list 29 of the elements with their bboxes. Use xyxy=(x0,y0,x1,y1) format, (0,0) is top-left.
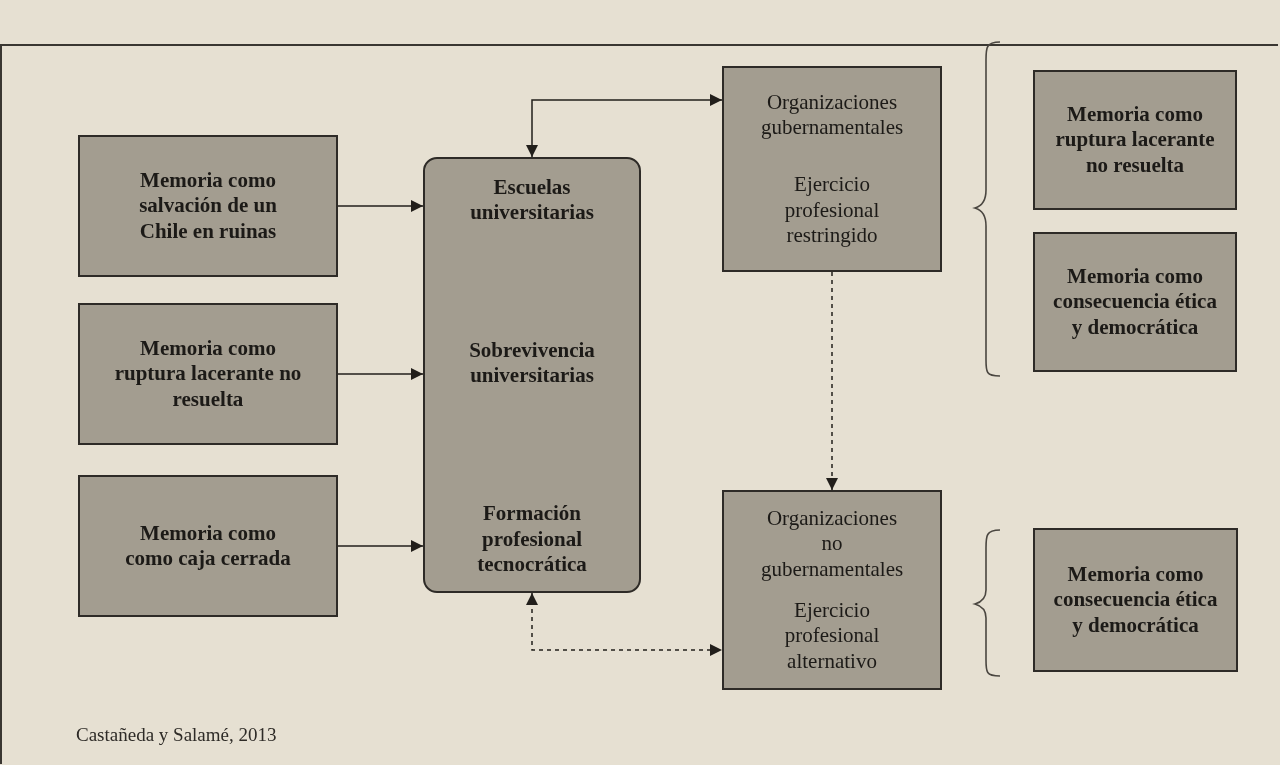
process-box xyxy=(78,475,338,617)
source-caption: Castañeda y Salamé, 2013 xyxy=(76,724,277,746)
process-box xyxy=(1033,70,1237,210)
arrow xyxy=(337,368,424,380)
arrow xyxy=(826,271,838,491)
box-text: Memoria como salvación de un Chile en ruinas xyxy=(138,168,278,244)
box-text: Ejercicio profesional alternativo xyxy=(783,598,881,674)
arrow xyxy=(337,540,424,552)
box-text: Ejercicio profesional restringido xyxy=(783,172,881,248)
box-text: Memoria como como caja cerrada xyxy=(124,520,292,572)
process-box xyxy=(722,490,942,690)
box-text: Organizaciones no gubernamentales xyxy=(760,506,904,582)
box-text: Memoria como ruptura lacerante no resuelta xyxy=(114,336,302,412)
process-box xyxy=(1033,528,1238,672)
process-box xyxy=(78,303,338,445)
process-box xyxy=(1033,232,1237,372)
process-box xyxy=(722,66,942,272)
process-box xyxy=(423,157,641,593)
box-text: Escuelas universitarias xyxy=(469,175,595,226)
box-text: Organizaciones gubernamentales xyxy=(760,90,904,141)
box-text: Formación profesional tecnocrática xyxy=(476,501,588,577)
arrow xyxy=(526,94,723,158)
box-text: Sobrevivencia universitarias xyxy=(468,338,596,389)
arrow xyxy=(526,592,723,656)
box-text: Memoria como ruptura lacerante no resuelta xyxy=(1054,102,1216,178)
arrow xyxy=(337,200,424,212)
box-text: Memoria como consecuencia ética y democrática xyxy=(1052,562,1219,638)
process-box xyxy=(78,135,338,277)
box-text: Memoria como consecuencia ética y democrática xyxy=(1052,264,1218,340)
